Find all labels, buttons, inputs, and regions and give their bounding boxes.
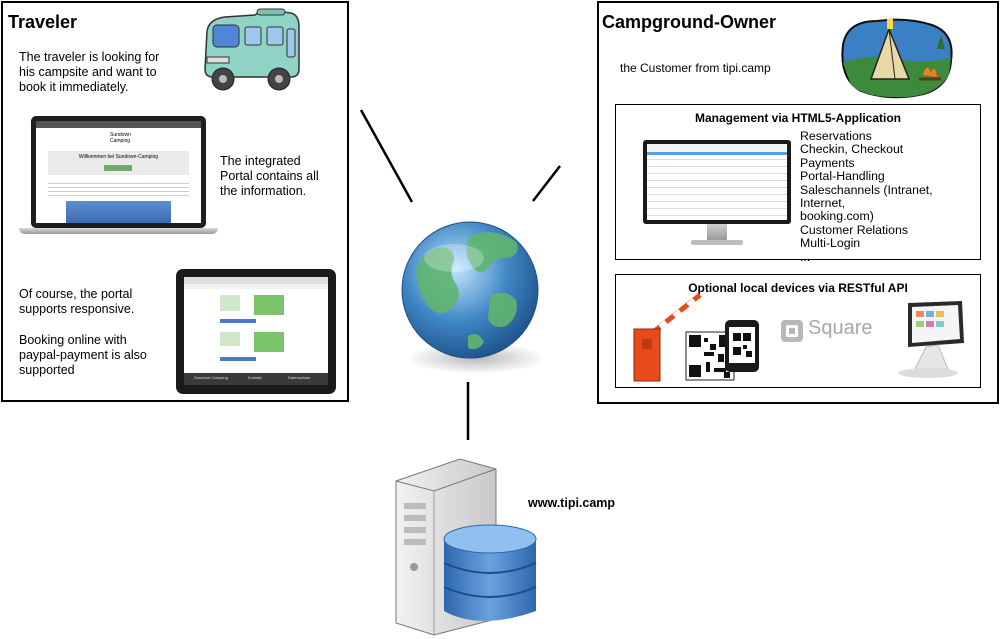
connector-owner: [532, 165, 561, 202]
desktop-monitor: [643, 140, 791, 248]
management-title: Management via HTML5-Application: [694, 111, 902, 125]
campsite-tent-icon: [841, 18, 953, 99]
management-feature-list: Reservations Checkin, Checkout Payments …: [800, 129, 980, 264]
traveler-text-paypal: Booking online with paypal-payment is al…: [19, 333, 147, 377]
smartphone-icon: [725, 320, 759, 372]
laptop-screenshot: Sundown Camping Willkommen bei Sundown-C…: [19, 116, 218, 234]
owner-panel: Campground-Owner the Customer from tipi.…: [597, 1, 999, 404]
server-database-icon: [395, 458, 537, 636]
laptop-logo: Sundown Camping: [110, 132, 131, 144]
feature-item: Saleschannels (Intranet, Internet,: [800, 182, 933, 211]
server-label: www.tipi.camp: [528, 496, 616, 510]
devices-title: Optional local devices via RESTful API: [688, 281, 908, 295]
feature-item: ...: [800, 249, 811, 264]
feature-item: Payments: [800, 155, 855, 170]
feature-item: Checkin, Checkout: [800, 142, 904, 157]
feature-item: Reservations: [800, 129, 872, 143]
connector-traveler: [359, 109, 414, 203]
tablet-footer-item: Sundown Camping: [194, 375, 228, 380]
square-logo-icon: [781, 320, 803, 342]
traveler-text-search: The traveler is looking for his campsite…: [19, 50, 160, 94]
pos-terminal-icon: [898, 301, 964, 378]
tablet-screenshot: Sundown Camping Kontakt Datenschutz: [176, 269, 336, 394]
barrier-gate-icon: [633, 293, 702, 382]
camper-van-icon: [204, 8, 300, 91]
feature-item: booking.com): [800, 209, 874, 224]
feature-item: Portal-Handling: [800, 169, 885, 184]
devices-panel: Optional local devices via RESTful API: [615, 274, 981, 388]
owner-title: Campground-Owner: [602, 12, 776, 32]
square-label: Square: [808, 317, 873, 339]
traveler-panel: Traveler The traveler is looking for his…: [1, 1, 349, 402]
management-panel: Management via HTML5-Application Reser: [615, 104, 981, 264]
traveler-text-portal: The integrated Portal contains all the i…: [220, 154, 319, 198]
laptop-heading: Willkommen bei Sundown-Camping: [78, 154, 159, 160]
tablet-footer-item: Datenschutz: [288, 375, 311, 380]
square-logo: Square: [780, 317, 880, 347]
feature-item: Customer Relations: [800, 222, 908, 237]
globe-icon: [401, 221, 546, 374]
owner-subtitle: the Customer from tipi.camp: [620, 61, 771, 75]
feature-item: Multi-Login: [800, 236, 861, 251]
traveler-text-responsive: Of course, the portal supports responsiv…: [19, 287, 135, 316]
tablet-footer-item: Kontakt: [248, 375, 262, 380]
traveler-title: Traveler: [8, 12, 78, 32]
